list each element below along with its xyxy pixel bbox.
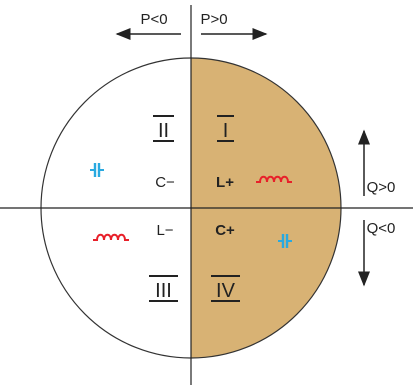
q-negative-label: Q<0 (367, 220, 396, 237)
quadrant-1-load-label: L+ (216, 174, 234, 191)
q-positive-label: Q>0 (367, 179, 396, 196)
inductor-icon (93, 233, 129, 241)
quadrant-4-load-label: C+ (215, 222, 235, 239)
svg-text:III: III (155, 280, 172, 302)
capacitor-icon (278, 234, 292, 248)
quadrant-1-numeral: I (217, 115, 234, 142)
svg-text:II: II (158, 120, 169, 142)
p-positive-label: P>0 (200, 11, 227, 28)
quadrant-2-load-label: C− (155, 174, 175, 191)
inductor-icon (256, 175, 292, 183)
svg-text:I: I (223, 120, 229, 142)
quadrant-2-numeral: II (153, 115, 174, 142)
quadrant-3-load-label: L− (156, 222, 173, 239)
capacitor-icon (90, 163, 104, 177)
p-negative-label: P<0 (140, 11, 167, 28)
svg-text:IV: IV (216, 280, 236, 302)
quadrant-4-numeral: IV (211, 275, 240, 302)
quadrant-3-numeral: III (149, 275, 178, 302)
